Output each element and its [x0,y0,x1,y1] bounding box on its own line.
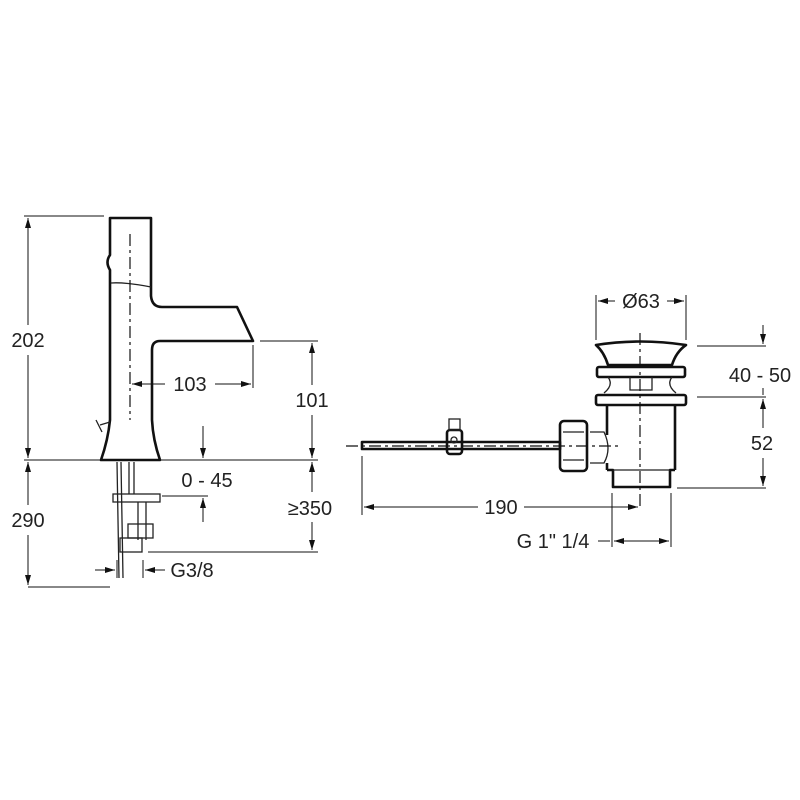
drain-drawing: Ø63 40 - 50 52 190 G 1" 1/4 [346,291,791,553]
drain-flange-lower [594,393,688,407]
lever-joint-line [110,282,152,288]
dim-spout-height: 101 [295,390,328,412]
drain-stem [603,376,677,394]
clamp-screw [448,418,461,431]
drain-elbow [590,431,609,464]
faucet-body-outline [99,216,255,462]
faucet-drawing: 202 290 103 101 0 - 45 ≥350 G3/8 [11,215,332,588]
mounting-plate [112,493,161,503]
dimension-lines-drain [361,295,766,547]
popup-lever [95,419,111,433]
dim-hose-length: ≥350 [288,498,332,520]
dim-body-height: 52 [751,433,773,455]
dimension-lines-faucet [24,215,318,588]
dim-spout-reach: 103 [173,374,206,396]
drain-flange-upper [595,365,687,379]
dim-height-total: 202 [11,330,44,352]
dim-below-deck: 290 [11,510,44,532]
dim-deck-thickness: 0 - 45 [181,470,232,492]
drain-cap [594,340,688,367]
nut-upper [127,523,154,539]
nut-lower [119,537,143,553]
dim-connection: G3/8 [170,560,213,582]
dim-drain-diameter: Ø63 [622,291,660,313]
dim-cap-range: 40 - 50 [729,365,791,387]
dim-rod-length: 190 [484,497,517,519]
supply-pipes [116,461,147,579]
drain-body [605,405,677,489]
dim-drain-thread: G 1" 1/4 [517,531,590,553]
